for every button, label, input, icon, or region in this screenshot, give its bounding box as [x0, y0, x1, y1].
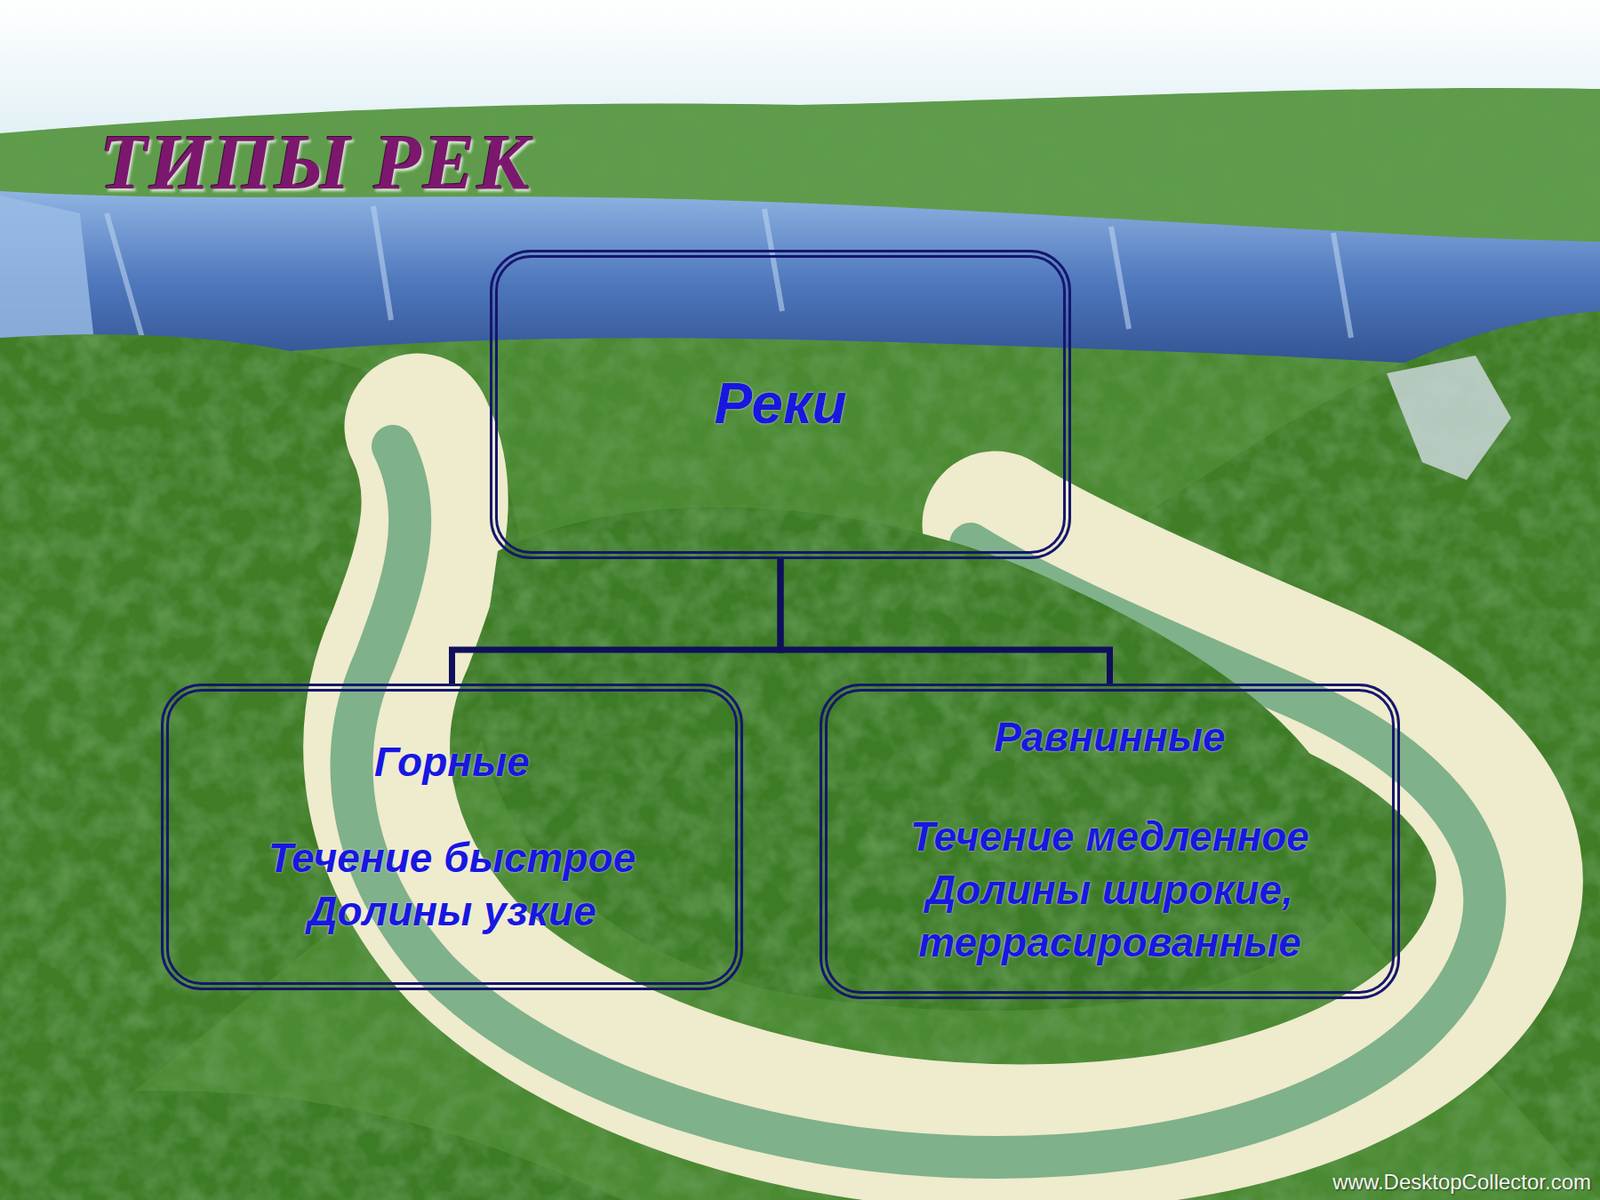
tree-connector [452, 559, 782, 684]
category-box: РавнинныеТечение медленное Долины широки… [819, 683, 1400, 1000]
foreground-trees [0, 1090, 623, 1200]
right-outcrop [1386, 355, 1512, 480]
category-box: ГорныеТечение быстрое Долины узкие [160, 683, 744, 991]
node-body: Течение быстрое Долины узкие [230, 832, 675, 939]
inner-hill [478, 507, 1352, 1011]
node-heading: Горные [374, 736, 530, 790]
node-heading: Реки [714, 367, 848, 441]
node-body: Течение медленное Долины широкие, террас… [870, 810, 1351, 970]
tree-connector [780, 559, 1111, 684]
cliff-streaks [106, 206, 1352, 338]
node-heading: Равнинные [993, 711, 1225, 765]
slide-title: ТИПЫ РЕК [99, 117, 532, 208]
root-box: Реки [489, 249, 1072, 560]
watermark: www.DesktopCollector.com [1332, 1169, 1592, 1195]
